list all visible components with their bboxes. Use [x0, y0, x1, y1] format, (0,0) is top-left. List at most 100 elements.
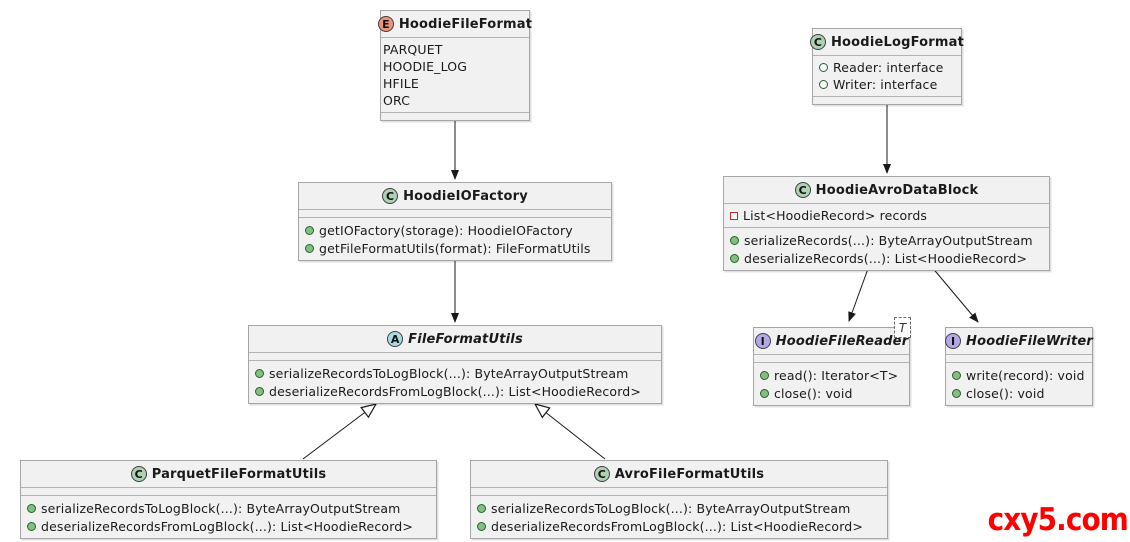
class-box-hoodie-avro-data-block[interactable]: C HoodieAvroDataBlock List<HoodieRecord>… [723, 176, 1050, 271]
member-row: deserializeRecordsFromLogBlock(...): Lis… [477, 517, 881, 535]
class-name: HoodieFileWriter [965, 333, 1094, 349]
member-text: deserializeRecordsFromLogBlock(...): Lis… [269, 383, 641, 399]
methods-compartment: read(): Iterator<T> close(): void [754, 362, 909, 405]
class-title: C ParquetFileFormatUtils [21, 461, 436, 487]
member-row: read(): Iterator<T> [760, 366, 903, 384]
member-text: deserializeRecords(...): List<HoodieReco… [744, 250, 1028, 266]
member-text: serializeRecordsToLogBlock(...): ByteArr… [269, 365, 629, 381]
field-private-icon [730, 211, 738, 220]
method-public-icon [952, 370, 961, 380]
member-text: HOODIE_LOG [383, 59, 468, 74]
member-text: getFileFormatUtils(format): FileFormatUt… [319, 240, 591, 256]
method-public-icon [730, 235, 739, 245]
class-box-file-format-utils[interactable]: A FileFormatUtils serializeRecordsToLogB… [248, 325, 662, 404]
member-row: deserializeRecordsFromLogBlock(...): Lis… [27, 517, 430, 535]
fields-compartment-empty [471, 487, 887, 495]
class-box-avro-file-format-utils[interactable]: C AvroFileFormatUtils serializeRecordsTo… [470, 460, 888, 539]
fields-compartment-empty [299, 209, 611, 217]
member-row: serializeRecordsToLogBlock(...): ByteArr… [27, 499, 430, 517]
class-title: E HoodieFileFormat [377, 11, 532, 37]
member-row: serializeRecordsToLogBlock(...): ByteArr… [255, 364, 655, 382]
method-public-icon [730, 253, 739, 263]
class-name: ParquetFileFormatUtils [151, 466, 327, 482]
edge-parquet-extends-ffutils [302, 404, 376, 460]
member-text: write(record): void [966, 367, 1085, 383]
generic-type-label: T [898, 320, 907, 335]
member-row: PARQUET [383, 41, 523, 58]
methods-compartment: serializeRecordsToLogBlock(...): ByteArr… [471, 495, 887, 538]
class-box-hoodie-file-reader[interactable]: I HoodieFileReader read(): Iterator<T> cl… [753, 327, 910, 406]
class-box-hoodie-file-format[interactable]: E HoodieFileFormat PARQUET HOODIE_LOG HFIL… [377, 10, 532, 121]
class-title: A FileFormatUtils [249, 326, 661, 352]
member-text: close(): void [774, 385, 853, 401]
methods-compartment: serializeRecordsToLogBlock(...): ByteArr… [249, 360, 661, 403]
methods-compartment-empty [813, 96, 961, 104]
class-title: C HoodieIOFactory [299, 183, 611, 209]
class-box-parquet-file-format-utils[interactable]: C ParquetFileFormatUtils serializeRecord… [20, 460, 437, 539]
edge-avro-extends-ffutils [535, 404, 606, 460]
member-row: List<HoodieRecord> records [730, 207, 1043, 224]
member-text: Writer: interface [833, 77, 938, 92]
member-text: serializeRecordsToLogBlock(...): ByteArr… [41, 500, 401, 516]
member-row: Reader: interface [819, 59, 955, 76]
interface-spot-icon: I [754, 333, 771, 349]
generic-type-parameter-box: T [894, 317, 911, 338]
member-text: ORC [383, 93, 411, 108]
method-public-icon [255, 386, 264, 396]
member-text: deserializeRecordsFromLogBlock(...): Lis… [41, 518, 413, 534]
class-title: C AvroFileFormatUtils [471, 461, 887, 487]
fields-compartment-empty [754, 354, 909, 362]
class-spot-icon: C [593, 466, 610, 482]
member-row: close(): void [952, 384, 1086, 402]
methods-compartment: serializeRecords(...): ByteArrayOutputSt… [724, 227, 1049, 270]
method-public-icon [952, 388, 961, 398]
member-text: HFILE [383, 76, 419, 91]
class-spot-icon: C [809, 34, 826, 50]
fields-compartment-empty [21, 487, 436, 495]
fields-compartment-empty [946, 354, 1092, 362]
class-box-hoodie-file-writer[interactable]: I HoodieFileWriter write(record): void cl… [944, 327, 1094, 406]
member-text: close(): void [966, 385, 1045, 401]
class-title: I HoodieFileWriter [944, 328, 1094, 354]
class-title: I HoodieFileReader [754, 328, 909, 354]
abstract-spot-icon: A [387, 331, 404, 347]
class-spot-icon: C [794, 182, 811, 198]
member-row: getIOFactory(storage): HoodieIOFactory [305, 221, 605, 239]
method-public-icon [27, 503, 36, 513]
method-public-icon [255, 368, 264, 378]
method-public-icon [477, 503, 486, 513]
methods-compartment: serializeRecordsToLogBlock(...): ByteArr… [21, 495, 436, 538]
method-public-icon [760, 370, 769, 380]
member-row: HFILE [383, 75, 523, 92]
member-row: getFileFormatUtils(format): FileFormatUt… [305, 239, 605, 257]
fields-compartment: List<HoodieRecord> records [724, 203, 1049, 227]
member-text: List<HoodieRecord> records [743, 208, 928, 223]
member-row: serializeRecordsToLogBlock(...): ByteArr… [477, 499, 881, 517]
member-row: HOODIE_LOG [383, 58, 523, 75]
class-title: C HoodieLogFormat [809, 29, 964, 55]
member-row: ORC [383, 92, 523, 109]
member-row: Writer: interface [819, 76, 955, 93]
methods-compartment: write(record): void close(): void [946, 362, 1092, 405]
field-public-icon [819, 63, 828, 72]
class-box-hoodie-io-factory[interactable]: C HoodieIOFactory getIOFactory(storage):… [298, 182, 612, 261]
member-row: deserializeRecordsFromLogBlock(...): Lis… [255, 382, 655, 400]
member-row: write(record): void [952, 366, 1086, 384]
method-public-icon [477, 521, 486, 531]
method-public-icon [760, 388, 769, 398]
class-spot-icon: C [130, 466, 147, 482]
method-public-icon [305, 225, 314, 235]
fields-compartment-empty [249, 352, 661, 360]
member-text: read(): Iterator<T> [774, 367, 899, 383]
class-name: HoodieIOFactory [403, 188, 528, 204]
class-spot-icon: C [382, 188, 399, 204]
member-row: deserializeRecords(...): List<HoodieReco… [730, 249, 1043, 267]
member-text: PARQUET [383, 42, 443, 57]
edge-datablock-to-reader [848, 265, 870, 322]
member-text: serializeRecordsToLogBlock(...): ByteArr… [491, 500, 851, 516]
